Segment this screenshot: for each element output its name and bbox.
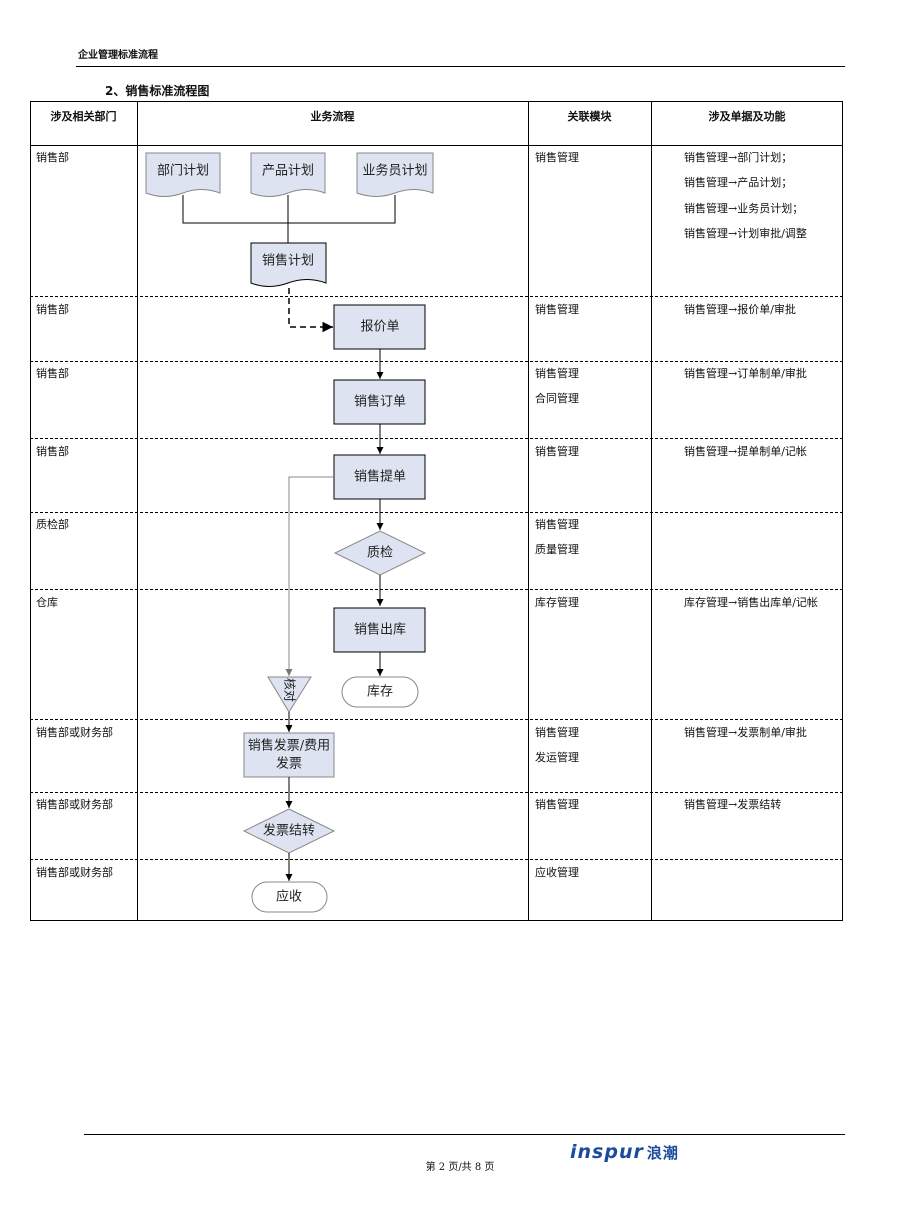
docs-cell: 销售管理→产品计划； <box>684 176 793 189</box>
inventory-terminal: 库存 <box>341 676 419 708</box>
bill-to-verify-arrow <box>285 476 334 676</box>
verify-label: 核对 <box>283 678 297 702</box>
verify-merge-triangle: 核对 <box>267 676 312 713</box>
quality-check-label: 质检 <box>367 546 393 561</box>
sales-invoice-label-line2: 发票 <box>276 756 302 772</box>
bill-of-lading-box: 销售提单 <box>333 454 426 500</box>
row-divider <box>30 296 843 297</box>
sales-order-box: 销售订单 <box>333 379 426 425</box>
module-cell: 发运管理 <box>535 751 579 764</box>
plan-to-quotation-arrow <box>288 288 333 333</box>
docs-cell: 销售管理→部门计划； <box>684 151 793 164</box>
module-cell: 应收管理 <box>535 866 579 879</box>
row-divider <box>30 361 843 362</box>
sales-invoice-box: 销售发票/费用 发票 <box>243 732 335 778</box>
sales-plan-document: 销售计划 <box>250 242 327 287</box>
dept-cell: 销售部或财务部 <box>36 866 113 879</box>
row-divider <box>30 512 843 513</box>
page-number: 第 2 页/共 8 页 <box>425 1162 495 1173</box>
section-title: 2、销售标准流程图 <box>105 84 210 98</box>
docs-cell: 销售管理→发票制单/审批 <box>684 726 807 739</box>
salesman-plan-label: 业务员计划 <box>362 163 427 179</box>
module-cell: 库存管理 <box>535 596 579 609</box>
row-divider <box>30 859 843 860</box>
module-cell: 销售管理 <box>535 798 579 811</box>
sales-outbound-label: 销售出库 <box>354 622 406 638</box>
docs-cell: 销售管理→订单制单/审批 <box>684 367 807 380</box>
sales-outbound-box: 销售出库 <box>333 607 426 653</box>
module-cell: 质量管理 <box>535 543 579 556</box>
column-header-docs: 涉及单据及功能 <box>708 110 786 123</box>
product-plan-label: 产品计划 <box>262 164 314 179</box>
plan-merge-connector <box>182 195 396 243</box>
dept-plan-label: 部门计划 <box>157 164 209 179</box>
docs-cell: 库存管理→销售出库单/记帐 <box>684 596 818 609</box>
dept-cell: 仓库 <box>36 596 58 609</box>
quotation-label: 报价单 <box>360 320 399 335</box>
column-divider <box>651 101 652 921</box>
dept-cell: 销售部或财务部 <box>36 726 113 739</box>
flow-table <box>30 101 843 921</box>
module-cell: 销售管理 <box>535 518 579 531</box>
module-cell: 销售管理 <box>535 445 579 458</box>
receivable-terminal: 应收 <box>251 881 328 913</box>
sales-invoice-label-line1: 销售发票/费用 <box>248 738 330 754</box>
dept-cell: 质检部 <box>36 518 69 531</box>
docs-cell: 销售管理→提单制单/记帐 <box>684 445 807 458</box>
module-cell: 销售管理 <box>535 303 579 316</box>
module-cell: 销售管理 <box>535 726 579 739</box>
logo-text-en: inspur <box>570 1141 644 1163</box>
row-divider <box>30 792 843 793</box>
docs-cell: 销售管理→发票结转 <box>684 798 782 811</box>
quotation-box: 报价单 <box>333 304 426 350</box>
column-divider <box>137 101 138 921</box>
column-header-module: 关联模块 <box>567 110 612 123</box>
column-divider <box>528 101 529 921</box>
column-header-dept: 涉及相关部门 <box>50 110 117 123</box>
dept-cell: 销售部 <box>36 367 69 380</box>
product-plan-document: 产品计划 <box>250 152 326 197</box>
header-divider <box>76 66 845 67</box>
dept-cell: 销售部 <box>36 303 69 316</box>
row-divider <box>30 719 843 720</box>
inventory-label: 库存 <box>367 684 393 700</box>
dept-cell: 销售部 <box>36 151 69 164</box>
document-header-title: 企业管理标准流程 <box>78 50 158 61</box>
dept-cell: 销售部或财务部 <box>36 798 113 811</box>
logo-text-cn: 浪潮 <box>646 1144 679 1162</box>
module-cell: 销售管理 <box>535 367 579 380</box>
bill-of-lading-label: 销售提单 <box>354 469 406 485</box>
dept-cell: 销售部 <box>36 445 69 458</box>
row-divider <box>30 589 843 590</box>
footer-divider <box>84 1134 845 1135</box>
docs-cell: 销售管理→报价单/审批 <box>684 303 796 316</box>
module-cell: 销售管理 <box>535 151 579 164</box>
invoice-transfer-label: 发票结转 <box>263 823 315 839</box>
sales-plan-label: 销售计划 <box>262 253 314 269</box>
docs-cell: 销售管理→业务员计划； <box>684 202 804 215</box>
dept-plan-document: 部门计划 <box>145 152 221 197</box>
salesman-plan-document: 业务员计划 <box>356 152 434 197</box>
invoice-transfer-diamond: 发票结转 <box>242 808 336 854</box>
quality-check-diamond: 质检 <box>333 530 427 576</box>
module-cell: 合同管理 <box>535 392 579 405</box>
row-divider <box>30 438 843 439</box>
docs-cell: 销售管理→计划审批/调整 <box>684 227 807 240</box>
sales-order-label: 销售订单 <box>354 394 406 410</box>
column-header-flow: 业务流程 <box>310 110 355 123</box>
receivable-label: 应收 <box>276 889 302 905</box>
header-row-divider <box>30 145 843 146</box>
